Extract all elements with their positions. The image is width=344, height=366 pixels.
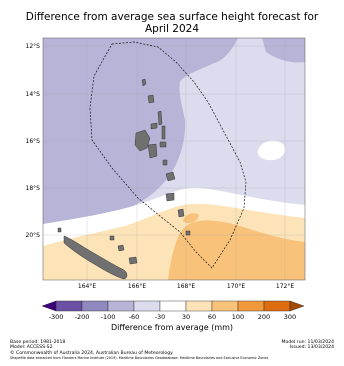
anomaly-region-neutral-east <box>257 140 286 161</box>
colorbar-tick-label: 300 <box>283 313 297 321</box>
title-line-1: Difference from average sea surface heig… <box>25 11 319 23</box>
model-name: Model: ACCESS-S2 <box>10 345 53 350</box>
colorbar-tick-label: -200 <box>74 313 90 321</box>
colorbar-segment <box>159 300 187 312</box>
anomaly-region-60-100-north <box>183 213 199 223</box>
island-pentecost <box>161 125 166 140</box>
plot-frame <box>42 37 306 281</box>
lon-label-172e: 172°E <box>275 283 295 290</box>
colorbar-segment <box>107 300 135 312</box>
island-espiritu-santo <box>134 129 151 152</box>
island-erromango <box>165 192 175 202</box>
anomaly-region-60-100 <box>168 220 305 280</box>
island-malekula <box>147 143 158 159</box>
colorbar-segment <box>237 300 265 312</box>
colorbar-segment <box>81 300 109 312</box>
lon-label-166e: 166°E <box>127 283 147 290</box>
lat-label-20s: 20°S <box>25 232 40 239</box>
land-masses <box>57 78 191 280</box>
map-title: Difference from average sea surface heig… <box>0 11 344 35</box>
lon-label-170e: 170°E <box>226 283 246 290</box>
copyright: © Commonwealth of Australia 2024, Austra… <box>10 351 173 356</box>
colorbar-tick-label: -100 <box>100 313 116 321</box>
island-belep <box>57 227 62 233</box>
colorbar-tick-label: -30 <box>154 313 166 321</box>
lat-label-14s: 14°S <box>25 91 40 98</box>
colorbar-tick-label: 200 <box>257 313 271 321</box>
gridlines <box>43 38 305 280</box>
island-maewo <box>157 110 163 126</box>
lon-label-168e: 168°E <box>176 283 196 290</box>
colorbar-segment <box>133 300 161 312</box>
issued-date: Issued: 13/03/2024 <box>289 345 334 350</box>
colorbar-segment <box>263 300 291 312</box>
island-tanna <box>177 208 185 218</box>
island-torres <box>141 78 147 87</box>
colorbar-segment <box>55 300 83 312</box>
eez-boundary <box>89 41 247 269</box>
anomaly-region-neg60-neg100-east <box>262 38 305 63</box>
island-epi <box>162 159 168 166</box>
lat-label-16s: 16°S <box>25 138 40 145</box>
island-new-caledonia <box>63 235 128 280</box>
title-line-2: April 2024 <box>144 23 200 35</box>
island-banks <box>147 94 155 104</box>
island-ambae <box>150 122 158 130</box>
colorbar-segment <box>289 300 305 312</box>
colorbar-segment <box>41 300 57 312</box>
model-run: Model run: 11/03/2024 <box>281 340 334 345</box>
island-efate <box>165 171 176 182</box>
colorbar-segment <box>185 300 213 312</box>
base-period: Base period: 1981-2018 <box>10 340 66 345</box>
colorbar-tick-label: -60 <box>128 313 140 321</box>
lat-label-18s: 18°S <box>25 185 40 192</box>
colorbar-title: Difference from average (mm) <box>110 323 234 332</box>
colorbar-tick-label: 100 <box>231 313 245 321</box>
lon-label-164e: 164°E <box>77 283 97 290</box>
colorbar-tick-label: 60 <box>207 313 217 321</box>
island-ambrym <box>159 141 167 148</box>
colorbar-tick-label: 30 <box>181 313 191 321</box>
colorbar-segment <box>211 300 239 312</box>
island-loyalty-1 <box>109 235 115 241</box>
lat-label-12s: 12°S <box>25 43 40 50</box>
colorbar-tick-label: -300 <box>48 313 64 321</box>
colorbar <box>41 300 305 312</box>
map-plot-area <box>43 38 305 280</box>
island-aneityum <box>185 230 191 236</box>
shapefile-credit: Shapefile data extracted from Flanders M… <box>10 356 269 360</box>
island-loyalty-2 <box>117 244 125 252</box>
island-loyalty-3 <box>128 256 138 265</box>
